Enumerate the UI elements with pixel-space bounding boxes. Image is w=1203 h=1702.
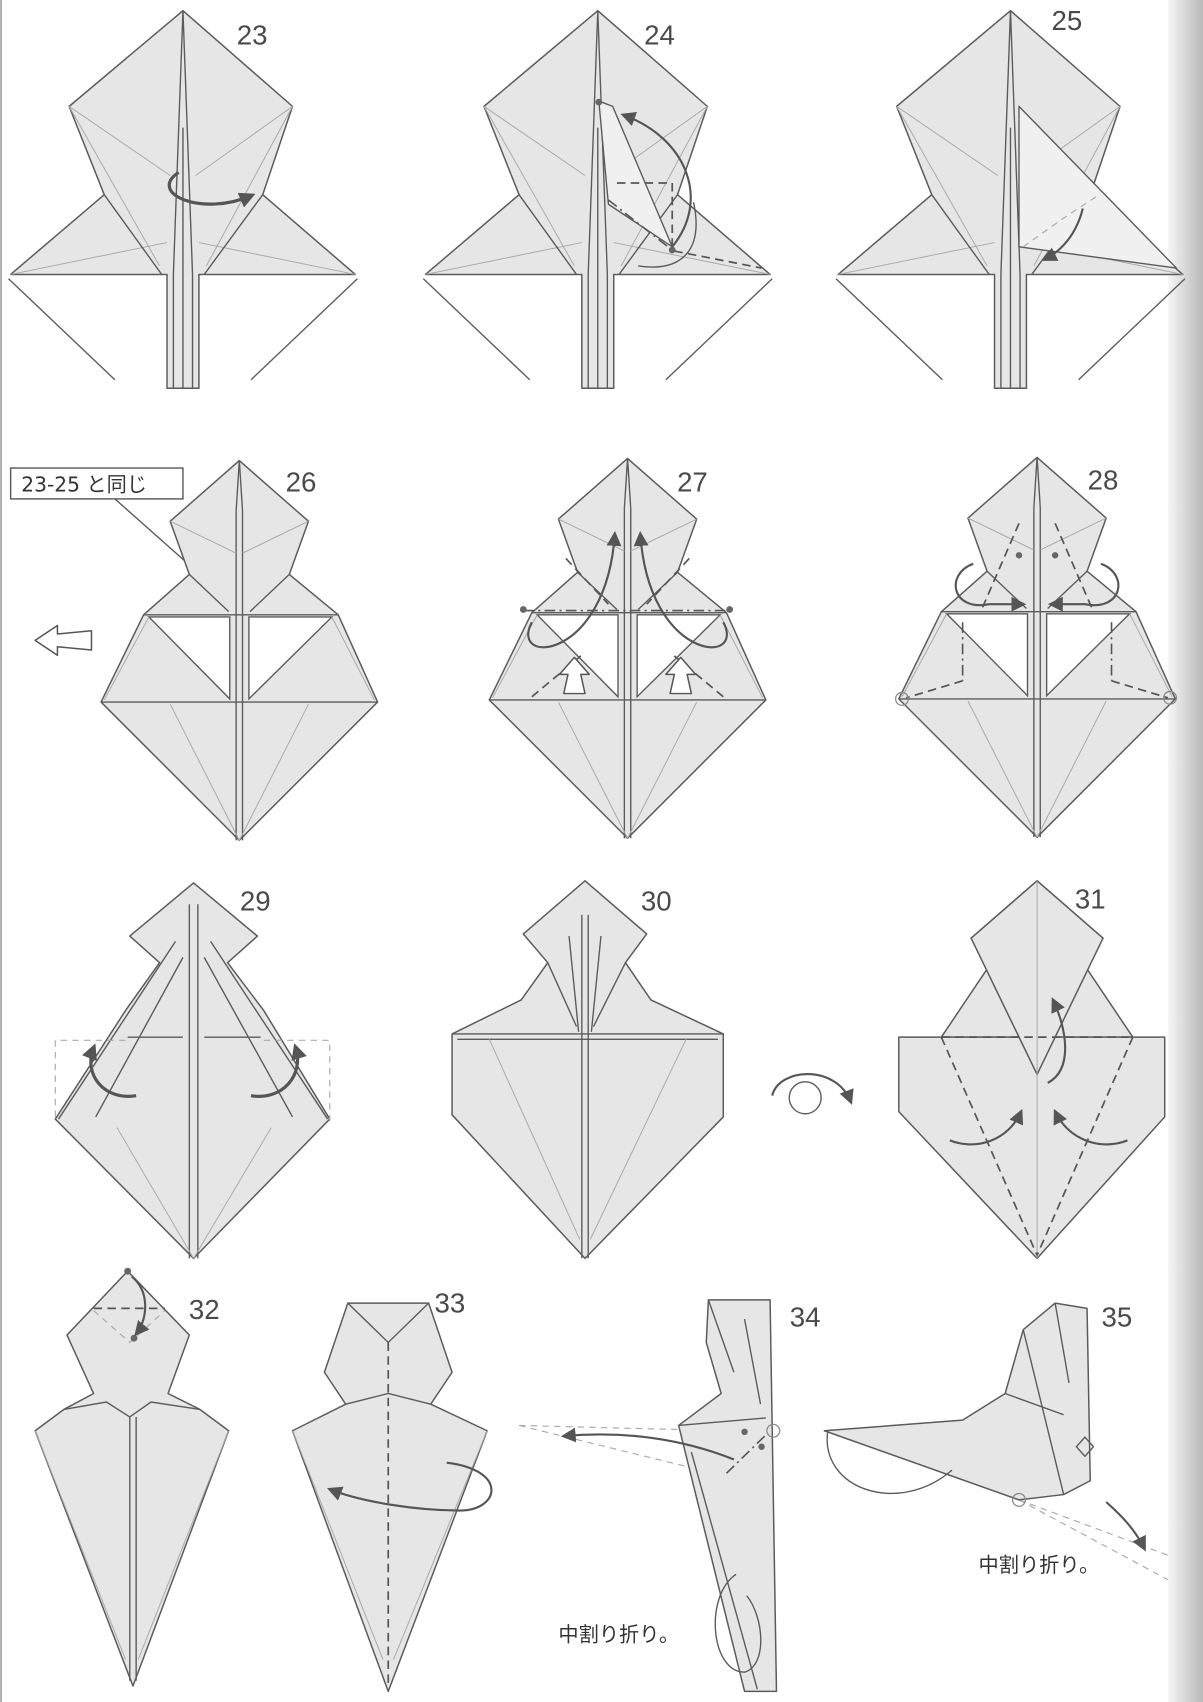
step-number-30: 30 <box>641 886 672 917</box>
reference-dot <box>1052 552 1058 558</box>
step-29-figure: 29 <box>55 883 329 1259</box>
step-27-figure: 27 <box>489 458 766 838</box>
step-number-25: 25 <box>1051 5 1082 36</box>
step-28-paper <box>899 457 1176 837</box>
turn-over-symbol <box>772 1074 851 1114</box>
step-number-31: 31 <box>1075 883 1106 914</box>
step-number-32: 32 <box>189 1294 220 1325</box>
step-number-27: 27 <box>677 466 708 497</box>
step-number-23: 23 <box>237 20 268 51</box>
step-34-paper <box>679 1300 777 1691</box>
step-29-paper <box>55 883 329 1259</box>
step-number-35: 35 <box>1101 1301 1132 1332</box>
step-33-paper <box>293 1303 488 1691</box>
reference-dot <box>1016 552 1022 558</box>
page-gutter-shadow <box>1168 0 1203 1702</box>
step-33-figure: 33 <box>293 1288 492 1692</box>
step-26-paper <box>101 461 378 841</box>
turn-over-circle <box>789 1082 821 1114</box>
step-number-29: 29 <box>240 886 271 917</box>
reference-dot <box>595 99 602 106</box>
result-outline <box>1019 1500 1168 1555</box>
turn-over-arrow <box>772 1074 851 1102</box>
step-30-figure: 30 <box>452 881 723 1259</box>
step-number-34: 34 <box>790 1301 821 1332</box>
step-24-figure: 24 <box>423 11 772 389</box>
inside-reverse-fold-note-34: 中割り折り。 <box>558 1622 679 1646</box>
repeat-note-text: 23-25 と同じ <box>21 472 147 496</box>
reference-dot <box>741 1429 747 1435</box>
step-25-paper <box>836 11 1185 389</box>
view-direction-arrow <box>35 625 91 655</box>
step-27-paper <box>489 458 766 838</box>
step-35-figure: 中割り折り。 35 <box>824 1301 1168 1579</box>
step-35-paper <box>824 1303 1090 1500</box>
inside-reverse-fold-note-35: 中割り折り。 <box>979 1553 1100 1577</box>
reference-dot <box>520 606 527 613</box>
step-25-figure: 25 <box>836 5 1185 388</box>
step-32-figure: 32 <box>35 1268 229 1686</box>
step-32-paper <box>35 1271 229 1686</box>
reverse-fold-arrow <box>1106 1502 1144 1549</box>
step-28-figure: 28 <box>896 457 1177 837</box>
reference-dot <box>124 1268 131 1275</box>
reference-dot <box>726 606 733 613</box>
reference-dot <box>131 1335 138 1342</box>
reference-dot <box>758 1444 764 1450</box>
step-number-28: 28 <box>1088 464 1119 495</box>
step-number-26: 26 <box>286 466 317 497</box>
step-number-33: 33 <box>435 1288 466 1319</box>
step-31-body <box>899 1037 1165 1258</box>
reference-dot <box>669 247 676 254</box>
step-34-figure: 中割り折り。 34 <box>519 1300 820 1691</box>
step-31-figure: 31 <box>899 881 1165 1259</box>
step-26-figure: 26 <box>101 461 378 841</box>
step-number-24: 24 <box>644 20 675 51</box>
step-23-figure: 23 <box>9 11 358 389</box>
step-24-paper <box>423 11 772 389</box>
